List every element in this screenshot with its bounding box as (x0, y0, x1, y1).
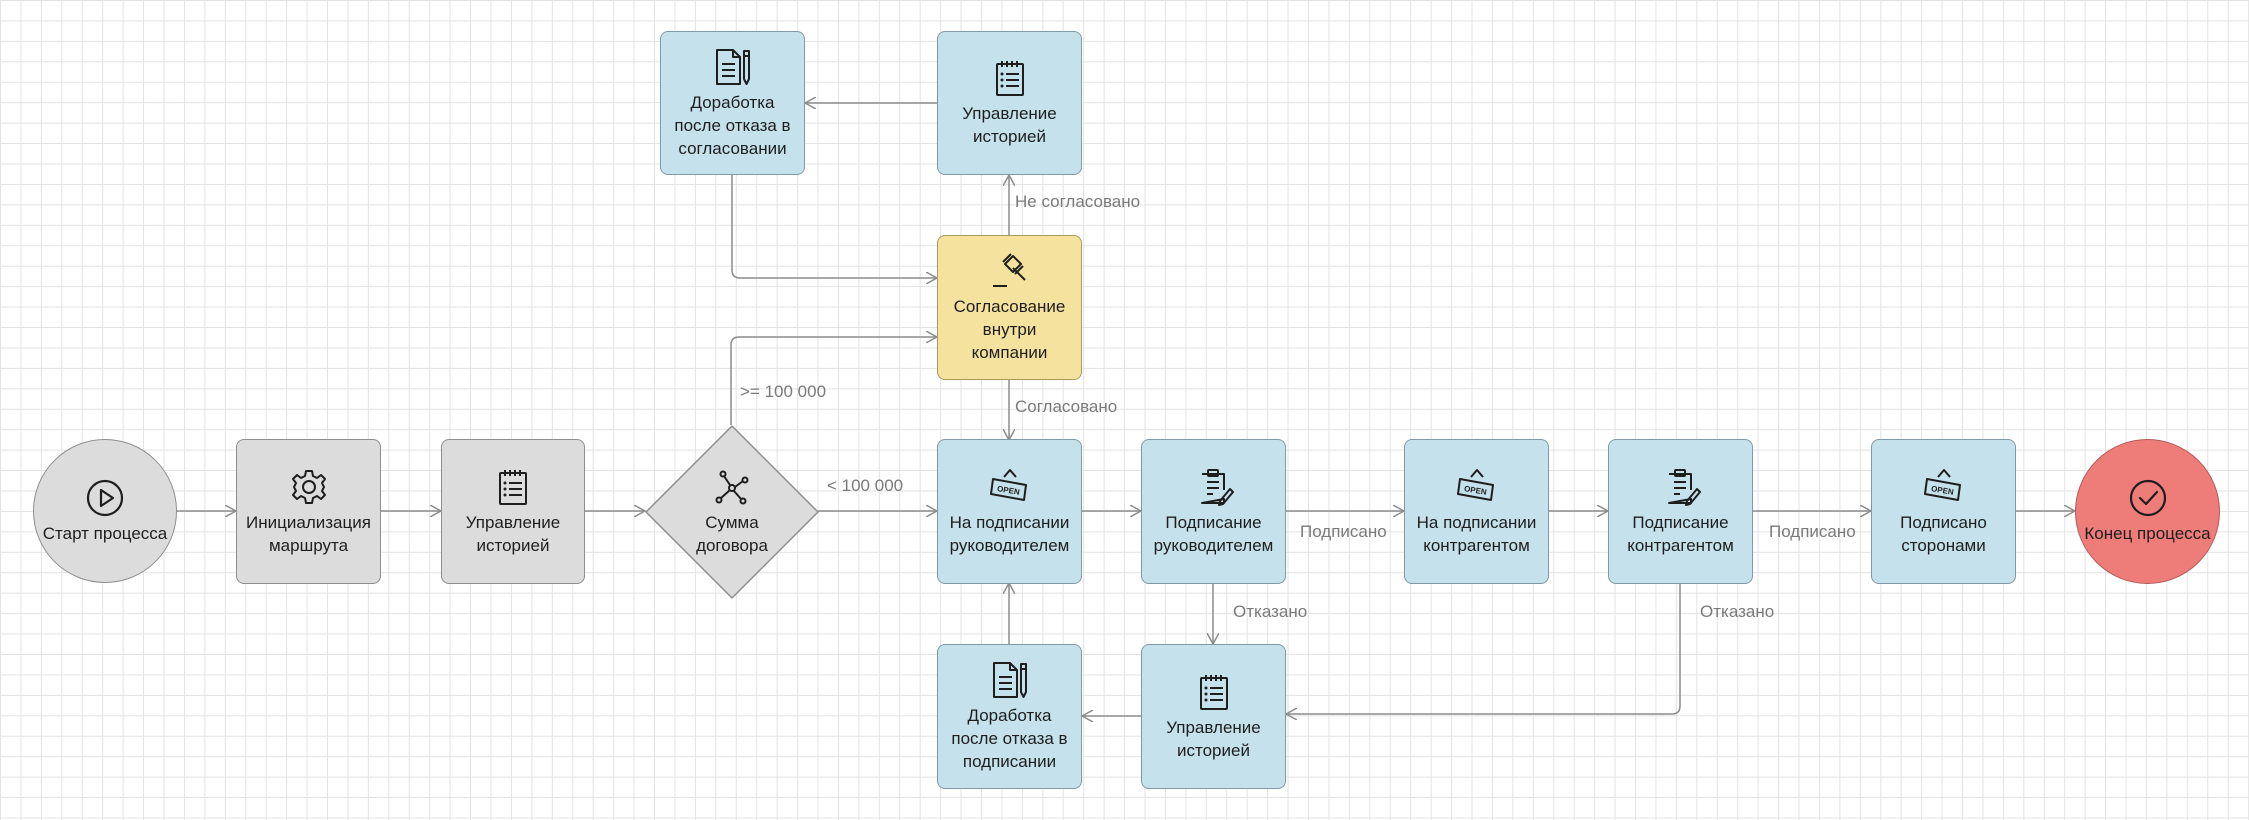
network-icon (712, 467, 752, 507)
gateway-label: Сумма договора (696, 513, 768, 555)
task-init-route[interactable]: Инициализация маршрута (236, 439, 381, 584)
task-history[interactable]: Управление историей (441, 439, 585, 584)
open-sign-icon: OPEN (989, 467, 1030, 507)
svg-text:OPEN: OPEN (996, 484, 1020, 497)
edge-label-not-approved: Не согласовано (1015, 192, 1141, 211)
task-label: На подписании руководителем (949, 512, 1070, 555)
start-label: Старт процесса (42, 523, 168, 543)
open-sign-icon: OPEN (1456, 467, 1497, 507)
end-label: Конец процесса (2084, 524, 2211, 543)
task-on-sign-counterparty[interactable]: OPEN На подписании контрагентом (1404, 439, 1549, 584)
notepad-list-icon (1194, 672, 1234, 712)
play-icon (85, 478, 125, 518)
document-pen-icon (713, 47, 753, 87)
task-sign-manager[interactable]: Подписание руководителем (1141, 439, 1286, 584)
task-label: Доработка после отказа в подписании (951, 706, 1068, 771)
task-signed-parties[interactable]: OPEN Подписано сторонами (1871, 439, 2016, 584)
end-event[interactable]: Конец процесса (2075, 439, 2220, 584)
checkmark-icon (2128, 478, 2168, 518)
svg-text:OPEN: OPEN (1930, 484, 1954, 497)
task-label: Доработка после отказа в согласовании (674, 92, 791, 158)
task-label: Подписание руководителем (1153, 512, 1274, 555)
task-label: Управление историей (1166, 717, 1261, 760)
task-rework-approval[interactable]: Доработка после отказа в согласовании (660, 31, 805, 175)
gateway-contract-amount[interactable]: Сумма договора (645, 425, 819, 599)
edge-label-signed: Подписано (1300, 522, 1387, 541)
edge-rework-to-approval (731, 175, 937, 278)
edge-sign-counterparty-to-history-bottom (1286, 583, 1681, 714)
task-history[interactable]: Управление историей (1141, 644, 1286, 789)
diamond-shape (645, 425, 819, 599)
task-internal-approval[interactable]: Согласование внутри компании (937, 235, 1082, 380)
clipboard-pen-icon (1194, 467, 1234, 507)
edge-label-refused: Отказано (1233, 602, 1308, 621)
edge-label-approved: Согласовано (1015, 397, 1118, 416)
task-on-sign-manager[interactable]: OPEN На подписании руководителем (937, 439, 1082, 584)
task-label: Управление историей (465, 512, 561, 555)
edge-label-ge-100000: >= 100 000 (740, 382, 827, 401)
edge-label-refused: Отказано (1700, 602, 1775, 621)
edge-label-lt-100000: < 100 000 (827, 476, 904, 495)
task-label: Инициализация маршрута (246, 512, 371, 555)
task-history[interactable]: Управление историей (937, 31, 1082, 175)
open-sign-icon: OPEN (1923, 467, 1964, 507)
edge-decision-to-approval (730, 337, 937, 425)
task-label: Согласование внутри компании (953, 297, 1066, 362)
notepad-list-icon (493, 467, 533, 507)
task-label: Управление историей (962, 104, 1057, 146)
gavel-icon (990, 251, 1030, 291)
document-pen-icon (990, 660, 1030, 700)
gear-icon (289, 467, 329, 507)
start-event[interactable]: Старт процесса (33, 439, 177, 583)
task-label: Подписание контрагентом (1627, 512, 1734, 555)
notepad-list-icon (990, 58, 1030, 98)
edge-label-signed: Подписано (1769, 522, 1856, 541)
task-label: На подписании контрагентом (1416, 512, 1537, 555)
task-rework-sign[interactable]: Доработка после отказа в подписании (937, 644, 1082, 789)
clipboard-pen-icon (1661, 467, 1701, 507)
task-sign-counterparty[interactable]: Подписание контрагентом (1608, 439, 1753, 584)
svg-text:OPEN: OPEN (1463, 484, 1487, 497)
task-label: Подписано сторонами (1900, 512, 1987, 555)
